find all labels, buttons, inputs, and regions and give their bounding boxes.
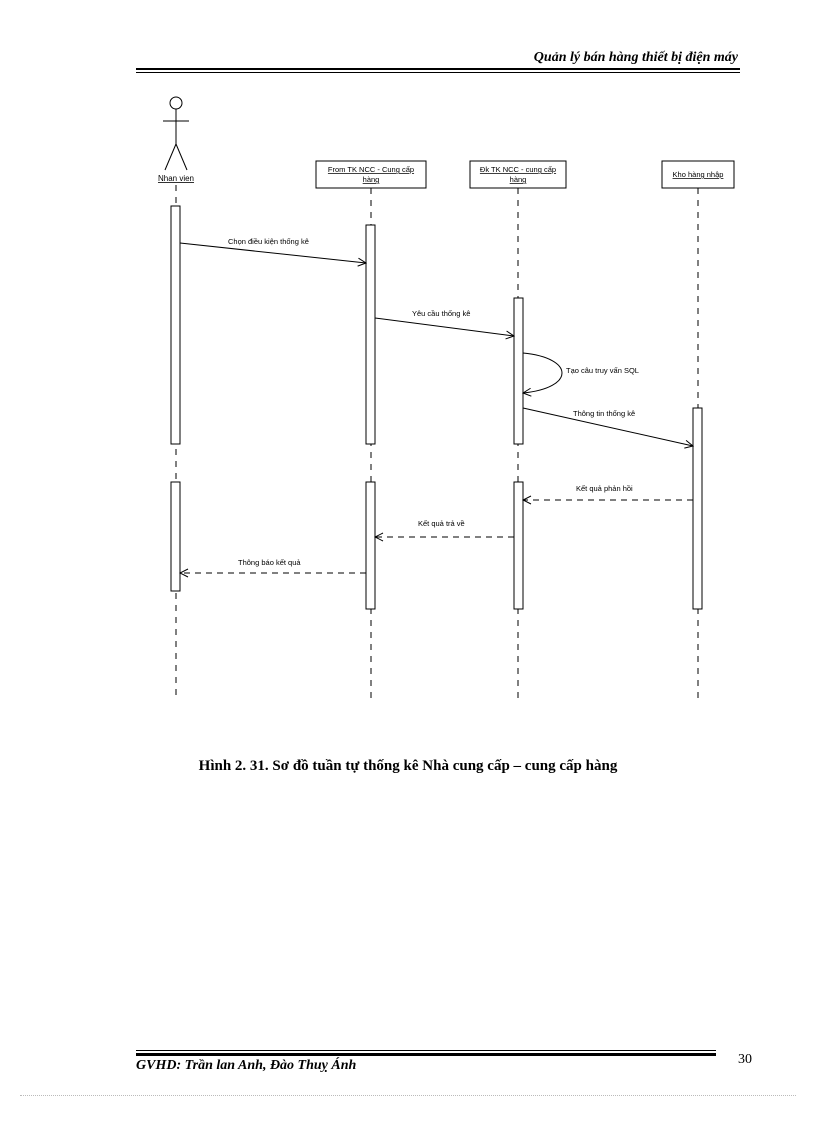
activation-bars [170,205,703,610]
activation-warehouse [692,407,703,610]
object-box-warehouse: Kho hàng nhập [661,160,735,189]
message-arrow-1 [179,242,366,263]
footer-supervisors: GVHD: Trần lan Anh, Đào Thuỵ Ánh [136,1058,357,1073]
activation-form-2 [365,481,376,610]
object-label-warehouse: Kho hàng nhập [673,170,724,179]
header-rule-thin [136,72,740,73]
footer-rule-thin [136,1050,716,1051]
lifelines [175,185,699,698]
activation-actor-2 [170,481,181,592]
activation-actor-1 [170,205,181,445]
footer-rule-thick [136,1053,716,1056]
page-edge-dotted-line [20,1095,796,1096]
message-arrow-3-self [523,352,563,393]
object-label-form-line2: hàng [363,175,380,184]
activation-control-1 [513,297,524,445]
activation-control-2 [513,481,524,610]
sequence-diagram: Nhan vien From TK NCC - Cung cấp hàng Đk… [158,96,735,698]
message-label-3: Tạo câu truy vấn SQL [566,366,639,375]
message-label-5: Kết quả phản hồi [576,484,633,493]
actor-figure [163,96,189,171]
object-box-control: Đk TK NCC - cung cấp hàng [469,160,567,189]
message-label-4: Thông tin thống kê [573,409,635,418]
activation-form-1 [365,224,376,445]
actor-label: Nhan vien [158,174,194,183]
message-arrow-4 [522,407,693,446]
object-label-form-line1: From TK NCC - Cung cấp [328,165,414,174]
message-label-7: Thông báo kết quả [238,558,301,567]
object-box-form: From TK NCC - Cung cấp hàng [315,160,427,189]
header-rule-thick [136,68,740,70]
message-label-6: Kết quả trả về [418,519,465,528]
figure-caption: Hình 2. 31. Sơ đồ tuần tự thống kê Nhà c… [198,758,618,774]
message-label-2: Yêu cầu thống kê [412,309,470,318]
message-arrow-2 [374,317,514,336]
object-label-control-line1: Đk TK NCC - cung cấp [480,165,556,174]
object-label-control-line2: hàng [510,175,527,184]
running-header-title: Quản lý bán hàng thiết bị điện máy [533,50,738,65]
page-number: 30 [738,1052,752,1067]
message-label-1: Chọn điều kiện thống kê [228,237,309,246]
